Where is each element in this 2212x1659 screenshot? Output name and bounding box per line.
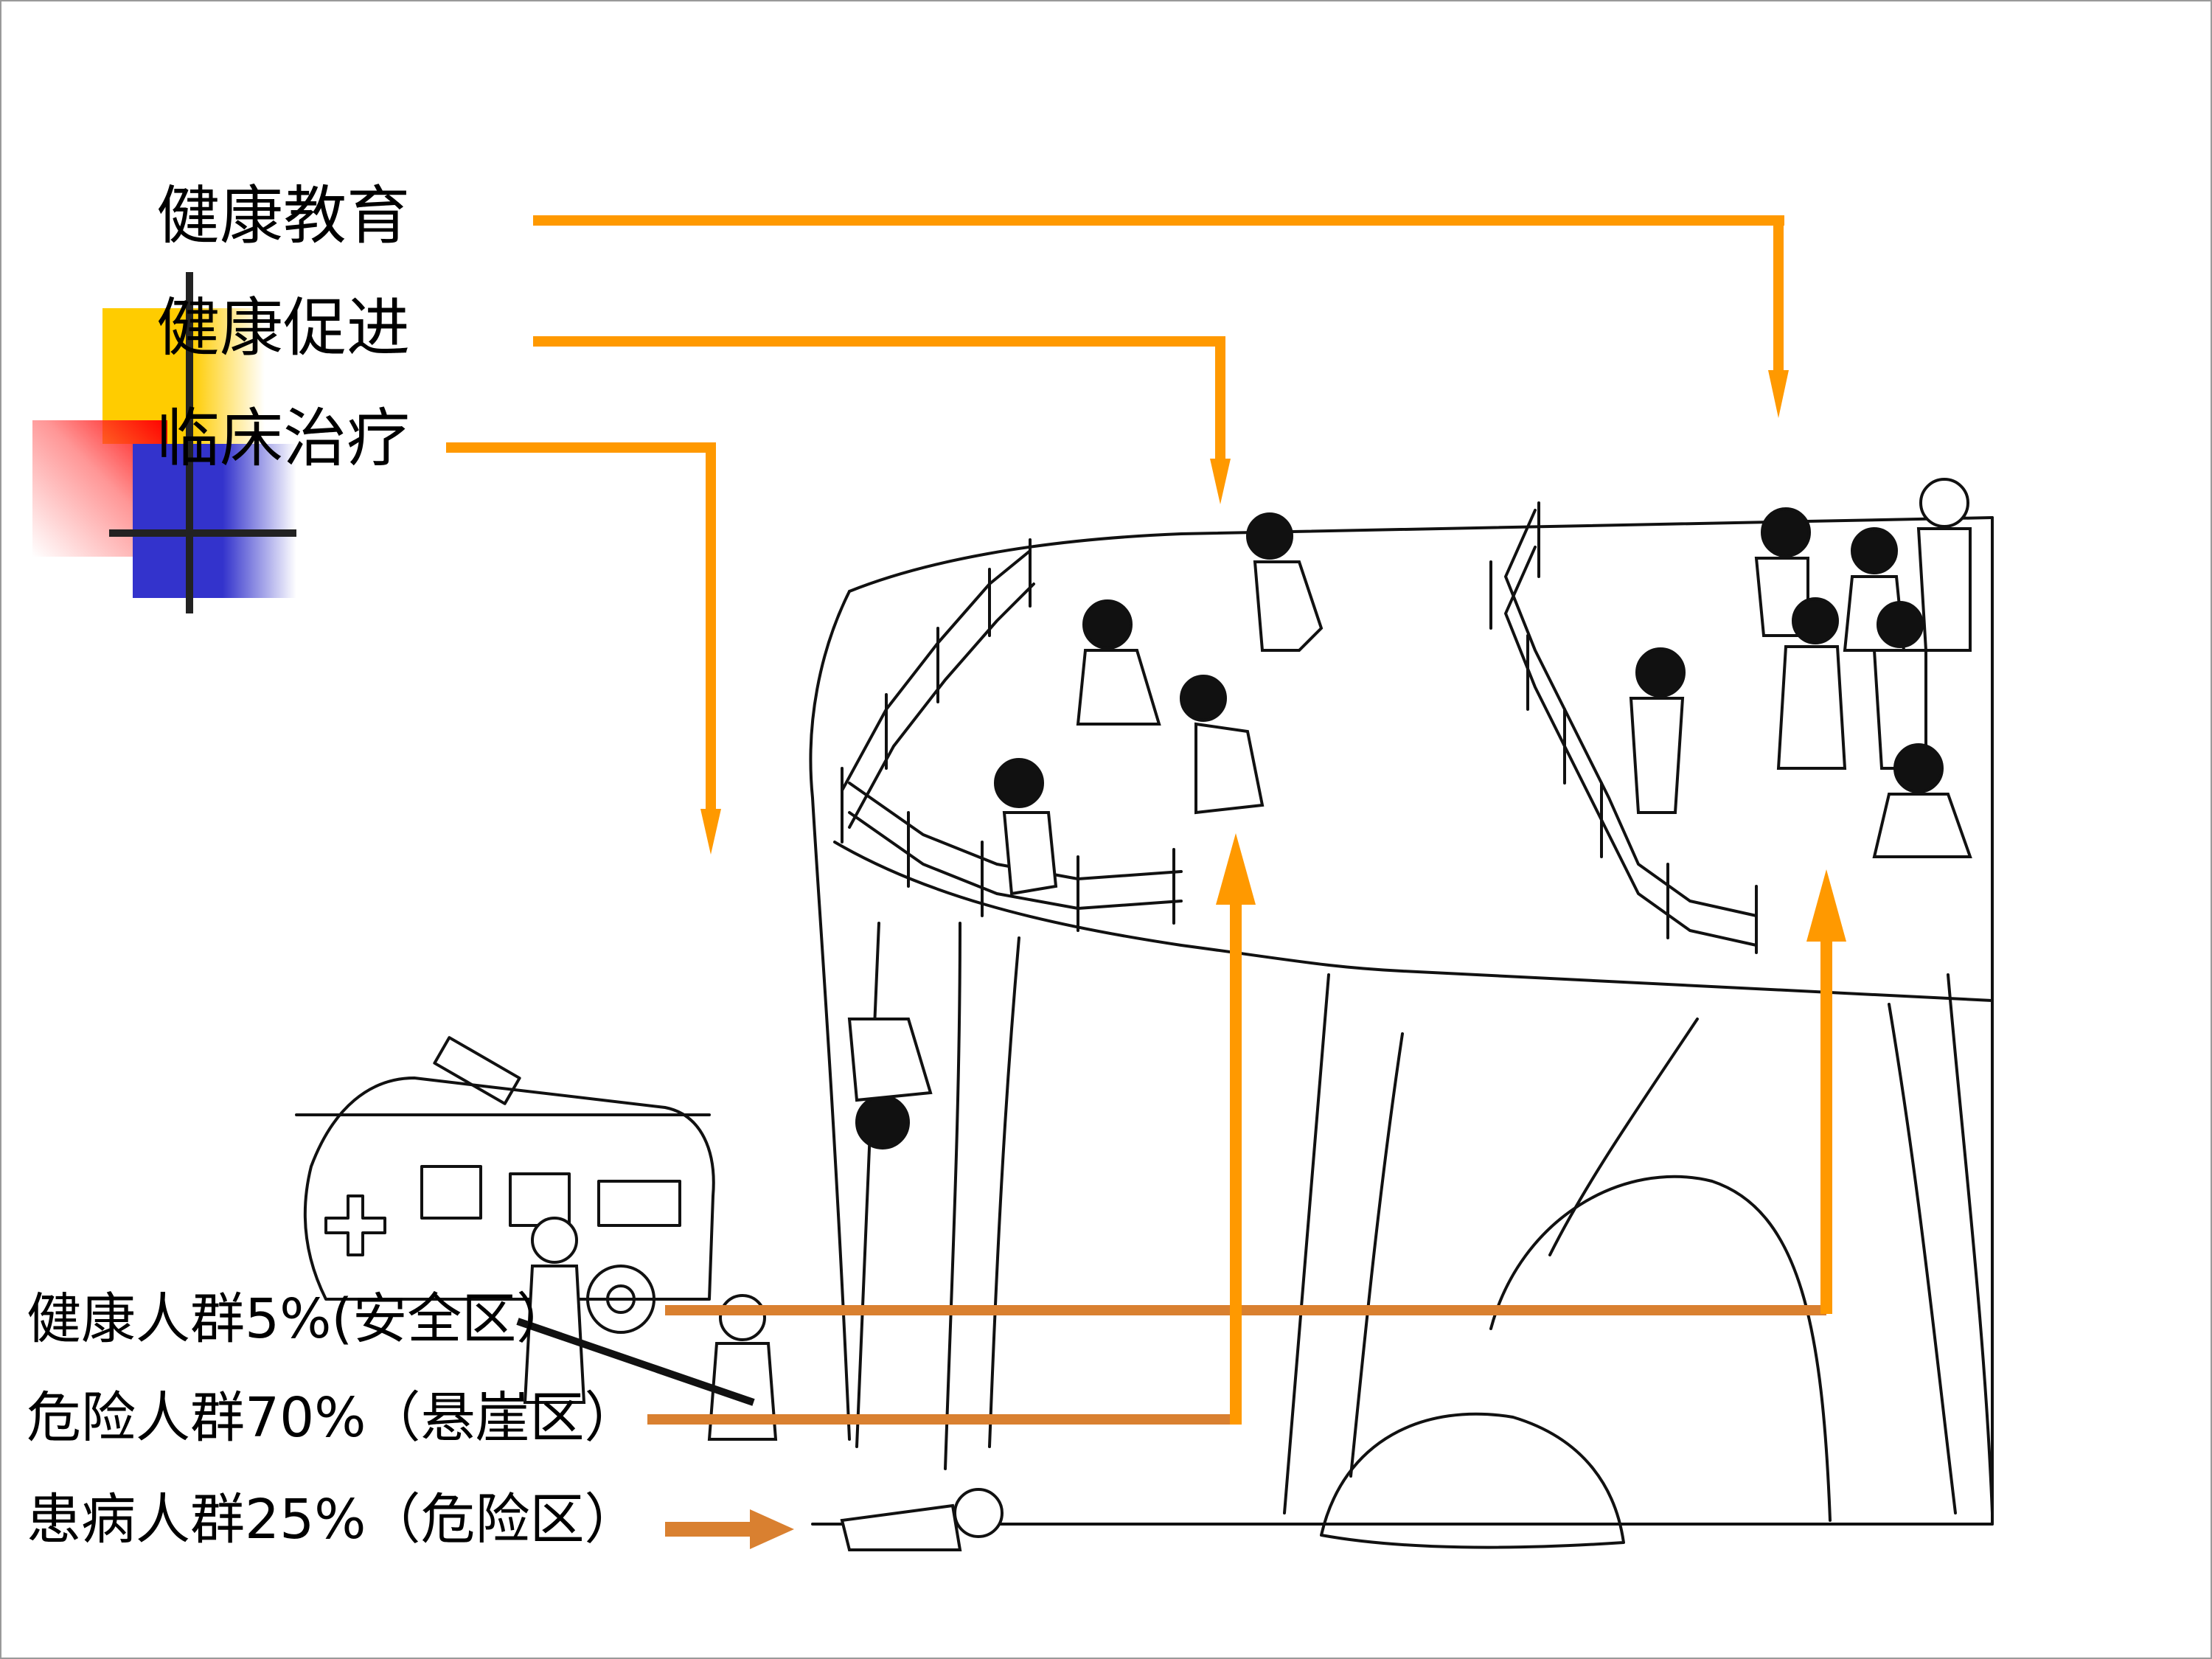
arrowhead-icon <box>750 1509 794 1549</box>
label-health-education: 健康教育 <box>156 179 410 253</box>
decorative-blue-square <box>133 444 296 598</box>
arrows <box>446 215 1846 1549</box>
arrowhead-icon <box>1806 869 1846 942</box>
plateau-back-edge <box>848 516 1994 593</box>
label-risk-group: 危险人群70%（悬崖区） <box>27 1386 639 1450</box>
fence-right <box>1504 509 1758 947</box>
decorative-vertical-line <box>186 272 193 613</box>
arrow-health-education <box>533 215 1784 378</box>
rock <box>1320 1412 1625 1549</box>
person <box>1076 599 1161 726</box>
arrowhead-icon <box>700 809 721 855</box>
person <box>1246 512 1324 652</box>
person <box>1776 597 1847 770</box>
label-healthy-group: 健康人群5%(安全区） <box>27 1287 571 1351</box>
person <box>1629 647 1686 814</box>
arrowhead-icon <box>1768 370 1789 418</box>
label-health-promotion: 健康促进 <box>156 291 410 365</box>
person-falling <box>847 1018 933 1150</box>
person-lying <box>840 1488 1004 1551</box>
person <box>994 758 1058 896</box>
person <box>1916 478 1972 652</box>
arrowhead-icon <box>1210 459 1231 504</box>
ambulance <box>303 1036 715 1334</box>
label-patient-group: 患病人群25%（危险区） <box>27 1488 639 1551</box>
plateau-front-edge <box>833 841 1994 1002</box>
label-clinical-treatment: 临床治疗 <box>156 402 410 476</box>
cliff-left-face <box>809 590 851 1441</box>
person <box>1843 527 1906 652</box>
cave <box>1489 1175 1832 1522</box>
people <box>516 478 1972 1551</box>
arrow-clinical-treatment <box>446 442 716 813</box>
arrowhead-icon <box>1216 833 1256 905</box>
arrow-health-promotion <box>533 336 1225 462</box>
person <box>1872 743 1972 858</box>
person <box>1180 675 1265 815</box>
decorative-horizontal-line <box>109 529 296 537</box>
